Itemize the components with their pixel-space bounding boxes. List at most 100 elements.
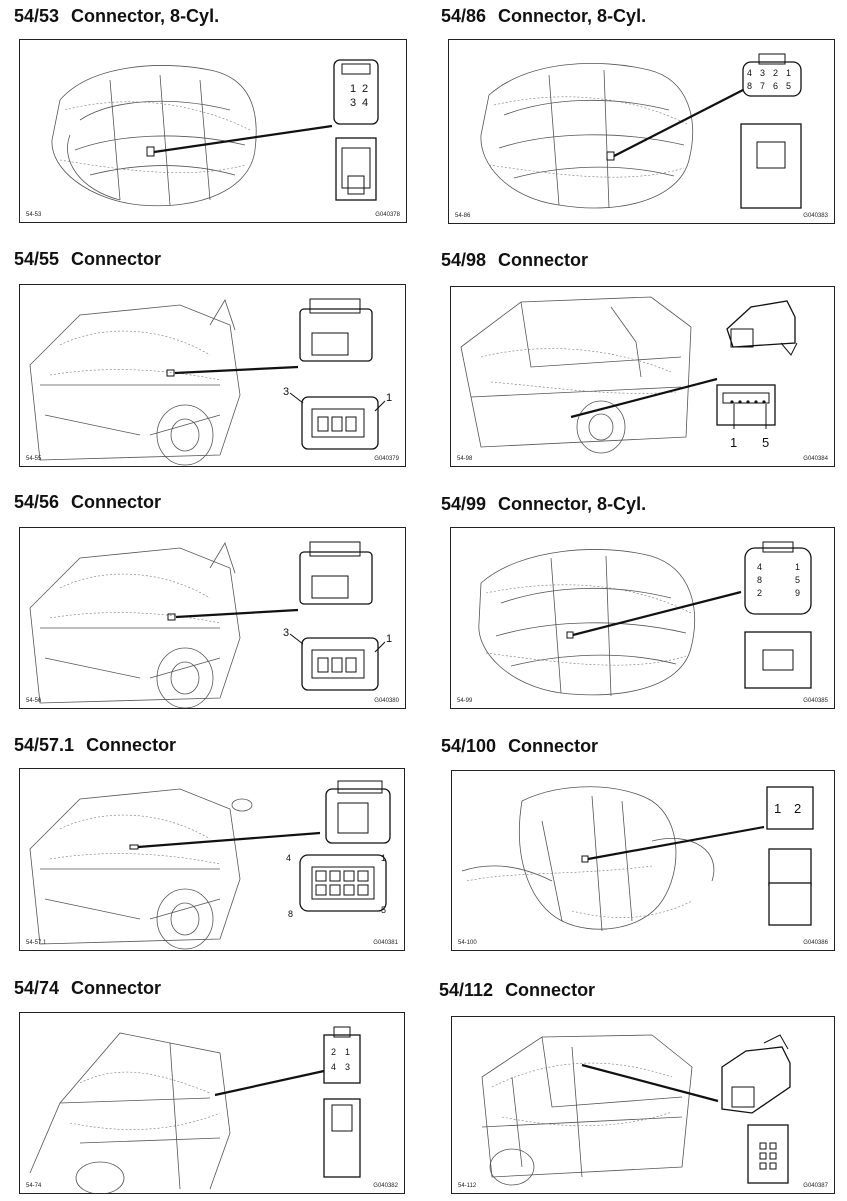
figure-code: G040384 <box>803 456 828 462</box>
diagram-name: Connector <box>508 736 599 756</box>
pin-label: 7 <box>760 81 765 91</box>
diagram-number: 54/74 <box>14 978 60 998</box>
figure-code: G040385 <box>803 698 828 704</box>
pin-label: 1 <box>786 68 791 78</box>
pin-label: 3 <box>283 386 289 398</box>
diagram-number: 54/56 <box>14 492 60 512</box>
pin-label: 3 <box>760 68 765 78</box>
diagram-name: Connector <box>505 980 596 1000</box>
pin-label: 8 <box>288 909 293 919</box>
pin-label: 2 <box>331 1047 336 1057</box>
diagram-panel-54-100: 1 2 54-100 G040386 <box>451 770 835 951</box>
pin-label: 1 <box>345 1047 350 1057</box>
pin-label: 1 <box>350 83 356 95</box>
diagram-panel-54-53: 1 2 3 4 54-53 G040378 <box>19 39 407 223</box>
pin-label: 5 <box>795 575 800 585</box>
pin-label: 1 <box>730 435 737 450</box>
pin-label: 2 <box>773 68 778 78</box>
diagram-title-54-57-1: 54/57.1 Connector <box>14 735 176 756</box>
diagram-number: 54/99 <box>441 494 487 514</box>
vehicle-side-illustration: 2 1 4 3 <box>29 1026 361 1193</box>
diagram-name: Connector, 8-Cyl. <box>71 6 220 26</box>
engine-harness-illustration: 4 3 2 1 8 7 6 5 <box>480 53 802 209</box>
engine-harness-illustration: 1 2 3 4 <box>51 59 379 207</box>
vehicle-rear-illustration: 1 5 <box>460 296 798 454</box>
diagram-panel-54-74: 2 1 4 3 54-74 G040382 <box>19 1012 405 1194</box>
diagram-number: 54/86 <box>441 6 487 26</box>
harness-illustration: 1 2 <box>461 786 814 932</box>
figure-reference: 54-53 <box>26 212 42 218</box>
figure-reference: 54-57.1 <box>26 940 47 946</box>
diagram-panel-54-55: 3 1 54-55 G040379 <box>19 284 406 467</box>
pin-label: 4 <box>286 853 291 863</box>
pin-label: 8 <box>747 81 752 91</box>
pin-label: 9 <box>795 588 800 598</box>
pin-label: 5 <box>762 435 769 450</box>
diagram-panel-54-56: 3 1 54-56 G040380 <box>19 527 406 709</box>
diagram-panel-54-112: 54-112 G040387 <box>451 1016 835 1194</box>
figure-reference: 54-112 <box>458 1183 477 1189</box>
figure-code: G040381 <box>373 940 398 946</box>
pin-label: 3 <box>350 97 356 109</box>
figure-reference: 54-74 <box>26 1183 42 1189</box>
pin-label: 3 <box>283 627 289 639</box>
diagram-panel-54-86: 4 3 2 1 8 7 6 5 54-86 G040383 <box>448 39 835 224</box>
pin-label: 8 <box>757 575 762 585</box>
diagram-number: 54/112 <box>439 980 494 1000</box>
pin-label: 2 <box>794 801 801 816</box>
diagram-title-54-100: 54/100 Connector <box>441 736 598 757</box>
vehicle-rear-illustration <box>481 1034 791 1186</box>
figure-code: G040386 <box>803 940 828 946</box>
diagram-name: Connector <box>71 249 162 269</box>
figure-reference: 54-100 <box>458 940 477 946</box>
pin-label: 1 <box>381 853 386 863</box>
figure-code: G040379 <box>374 456 399 462</box>
vehicle-front-illustration: 3 1 <box>29 541 392 708</box>
pin-label: 3 <box>345 1062 350 1072</box>
pin-label: 1 <box>386 392 392 404</box>
diagram-name: Connector, 8-Cyl. <box>498 6 647 26</box>
figure-reference: 54-56 <box>26 698 42 704</box>
figure-reference: 54-99 <box>457 698 473 704</box>
diagram-title-54-53: 54/53 Connector, 8-Cyl. <box>14 6 219 27</box>
pin-label: 1 <box>774 801 781 816</box>
diagram-number: 54/53 <box>14 6 60 26</box>
diagram-name: Connector <box>71 492 162 512</box>
diagram-number: 54/57.1 <box>14 735 75 755</box>
figure-reference: 54-98 <box>457 456 473 462</box>
diagram-name: Connector <box>71 978 162 998</box>
diagram-panel-54-57-1: 4 1 8 5 54-57.1 G040381 <box>19 768 405 951</box>
pin-label: 4 <box>757 562 762 572</box>
diagram-panel-54-98: 1 5 54-98 G040384 <box>450 286 835 467</box>
figure-code: G040387 <box>803 1183 828 1189</box>
diagram-panel-54-99: 4 1 8 5 2 9 54-99 G040385 <box>450 527 835 709</box>
diagram-name: Connector <box>86 735 177 755</box>
figure-code: G040382 <box>373 1183 398 1189</box>
pin-label: 1 <box>795 562 800 572</box>
pin-label: 4 <box>747 68 752 78</box>
pin-label: 1 <box>386 633 392 645</box>
diagram-title-54-74: 54/74 Connector <box>14 978 161 999</box>
pin-label: 6 <box>773 81 778 91</box>
diagram-title-54-55: 54/55 Connector <box>14 249 161 270</box>
vehicle-front-illustration: 4 1 8 5 <box>29 780 391 950</box>
diagram-title-54-98: 54/98 Connector <box>441 250 588 271</box>
engine-harness-illustration: 4 1 8 5 2 9 <box>478 541 812 697</box>
figure-code: G040380 <box>374 698 399 704</box>
pin-label: 4 <box>362 97 368 109</box>
figure-reference: 54-55 <box>26 456 42 462</box>
diagram-number: 54/98 <box>441 250 487 270</box>
diagram-number: 54/100 <box>441 736 497 756</box>
vehicle-front-illustration: 3 1 <box>29 298 392 466</box>
diagram-number: 54/55 <box>14 249 60 269</box>
diagram-title-54-112: 54/112 Connector <box>439 980 595 1001</box>
pin-label: 2 <box>757 588 762 598</box>
diagram-name: Connector <box>498 250 589 270</box>
pin-label: 4 <box>331 1062 336 1072</box>
pin-label: 5 <box>786 81 791 91</box>
figure-reference: 54-86 <box>455 213 471 219</box>
figure-code: G040378 <box>375 212 400 218</box>
pin-label: 5 <box>381 905 386 915</box>
diagram-title-54-56: 54/56 Connector <box>14 492 161 513</box>
